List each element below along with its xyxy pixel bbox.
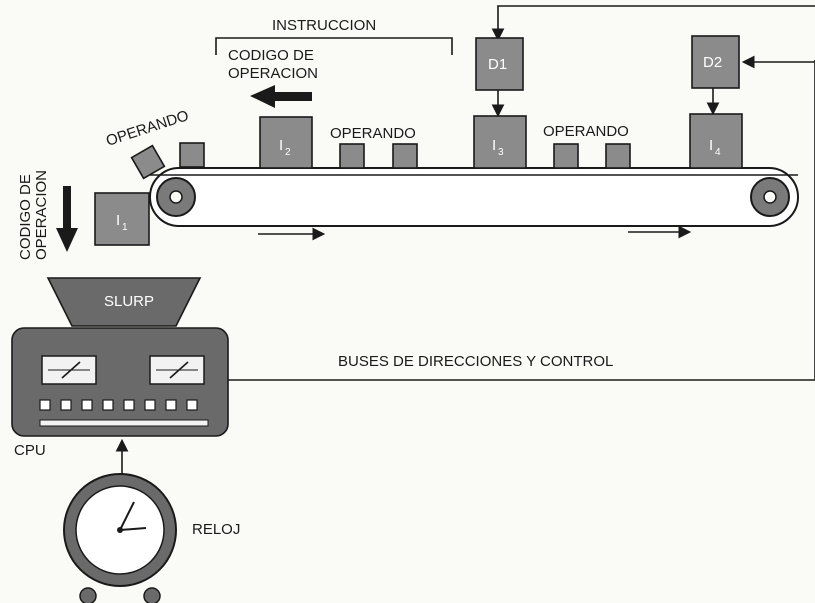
operand-box [392, 143, 418, 169]
i3-label: I [492, 137, 496, 154]
codigo-operacion-top-label-2: OPERACION [228, 65, 318, 82]
operand-box [339, 143, 365, 169]
gear-icon [750, 177, 790, 217]
conveyor-belt [149, 167, 799, 241]
codigo-operacion-side-label-1: CODIGO DE [17, 174, 34, 260]
gauge-icon [149, 355, 205, 385]
operando-left-label: OPERANDO [104, 107, 191, 150]
buses-label: BUSES DE DIRECCIONES Y CONTROL [338, 353, 613, 370]
operand-box [179, 142, 205, 168]
cpu-label: CPU [14, 442, 46, 459]
cpu-unit [11, 327, 229, 437]
operand-box [553, 143, 579, 169]
clock-icon [63, 473, 177, 603]
i2-label: I [279, 137, 283, 154]
buses-line: BUSES DE DIRECCIONES Y CONTROL [228, 353, 815, 381]
slurp-hopper: SLURP [46, 277, 202, 327]
i4-label: I [709, 137, 713, 154]
codigo-operacion-side-label-2: OPERACION [33, 170, 50, 260]
i1-sub: 1 [122, 222, 128, 233]
cpu-lights [39, 399, 198, 411]
slurp-label: SLURP [104, 293, 154, 310]
gear-icon [156, 177, 196, 217]
i4-sub: 4 [715, 147, 721, 158]
i3-sub: 3 [498, 147, 504, 158]
d1-label: D1 [488, 56, 507, 73]
i2-sub: 2 [285, 147, 291, 158]
arrow-icon [56, 186, 78, 252]
instruction-i3: I 3 [473, 115, 527, 169]
arrow-icon [250, 85, 312, 108]
d2-box: D2 [691, 35, 740, 116]
falling-operand [130, 144, 166, 180]
instruccion-bracket: INSTRUCCION [215, 17, 453, 55]
d2-label: D2 [703, 54, 722, 71]
operando-mid-label: OPERANDO [330, 125, 416, 142]
reloj-label: RELOJ [192, 521, 240, 538]
instruction-i1: I 1 [94, 192, 150, 246]
bus-wiring-top [491, 5, 815, 380]
operando-right-label: OPERANDO [543, 123, 629, 140]
i1-label: I [116, 212, 120, 229]
d1-box: D1 [475, 37, 524, 118]
instruction-i2: I 2 [259, 116, 313, 169]
instruction-i4: I 4 [689, 113, 743, 169]
gauge-icon [41, 355, 97, 385]
instruccion-label: INSTRUCCION [272, 17, 376, 34]
codigo-operacion-top-label-1: CODIGO DE [228, 47, 314, 64]
operand-box [605, 143, 631, 169]
